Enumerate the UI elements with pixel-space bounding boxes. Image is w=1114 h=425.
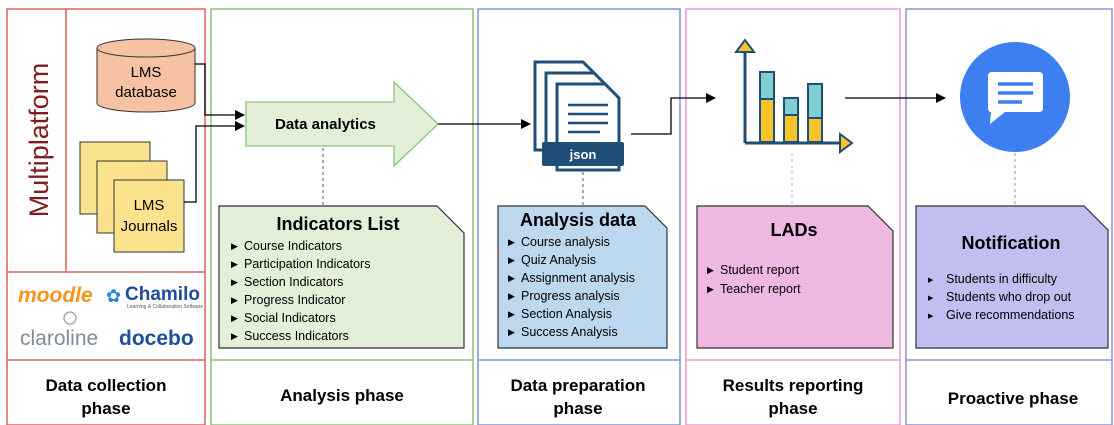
notification-title: Notification: [962, 233, 1061, 253]
collection-phase-label-line1: Data collection: [46, 376, 167, 395]
lads-bullet: ▶: [707, 265, 714, 275]
analysis-item: Success Analysis: [521, 325, 618, 339]
analysis-bullet: ▶: [508, 309, 515, 319]
chamilo-tagline: Learning & Collaboration Software: [127, 304, 203, 310]
analysis-item: Quiz Analysis: [521, 253, 596, 267]
indicator-bullet: ▶: [231, 241, 238, 251]
journals-connector: [184, 121, 245, 203]
json-label: json: [569, 147, 597, 162]
database-icon: [96, 38, 196, 113]
lms-logos: moodle ✿ Chamilo Learning & Collaboratio…: [18, 284, 203, 350]
data-analytics-label: Data analytics: [275, 116, 376, 133]
analysis-bullet: ▶: [508, 273, 515, 283]
journals-label-line1: LMS: [134, 197, 165, 214]
indicators-list-title: Indicators List: [276, 214, 399, 234]
analysis-bullet: ▶: [508, 291, 515, 301]
collection-phase-label-line2: phase: [81, 399, 130, 418]
notification-item: Students who drop out: [946, 290, 1072, 304]
indicators-list-card: [218, 205, 465, 349]
analysis-item: Course analysis: [521, 235, 610, 249]
bar-chart-icon: [734, 38, 854, 154]
indicator-bullet: ▶: [231, 259, 238, 269]
reporting-phase-label-line1: Results reporting: [723, 376, 864, 395]
proactive-column-frame: [905, 8, 1113, 425]
analysis-column-frame: [210, 8, 474, 425]
chamilo-logo: Chamilo: [125, 284, 200, 305]
notification-item: Give recommendations: [946, 308, 1075, 322]
analysis-bullet: ▶: [508, 255, 515, 265]
indicator-item: Course Indicators: [244, 239, 342, 253]
database-connector: [195, 63, 245, 120]
database-label-line2: database: [115, 84, 177, 101]
analysis-phase-label: Analysis phase: [280, 386, 404, 405]
notification-card: [915, 205, 1109, 349]
claroline-logo: claroline: [20, 327, 98, 350]
notification-bullet: ▶: [928, 295, 934, 302]
notification-item: Students in difficulty: [946, 272, 1058, 286]
preparation-phase-label-line1: Data preparation: [510, 376, 645, 395]
multiplatform-title: Multiplatform: [24, 63, 54, 218]
docebo-logo: docebo: [119, 327, 194, 350]
journals-label-line2: Journals: [121, 218, 178, 235]
preparation-column-frame: [477, 8, 681, 425]
json-to-lads-arrow: [631, 93, 716, 135]
json-documents-icon: [533, 60, 624, 172]
chamilo-logo-icon: ✿: [106, 286, 121, 306]
moodle-logo: moodle: [18, 284, 93, 307]
indicator-bullet: ▶: [231, 313, 238, 323]
collection-column-frame: [6, 8, 206, 425]
proactive-phase-label: Proactive phase: [948, 389, 1078, 408]
analysis-item: Assignment analysis: [521, 271, 635, 285]
preparation-phase-label-line2: phase: [553, 399, 602, 418]
database-label-line1: LMS: [131, 64, 162, 81]
notification-bullet: ▶: [928, 313, 934, 320]
analysis-data-card: [497, 205, 668, 349]
lads-list: ▶ Student report ▶ Teacher report: [707, 263, 801, 296]
indicator-item: Success Indicators: [244, 329, 349, 343]
indicator-bullet: ▶: [231, 277, 238, 287]
analysis-bullet: ▶: [508, 327, 515, 337]
analysis-data-list: ▶ Course analysis ▶ Quiz Analysis ▶ Assi…: [508, 235, 635, 339]
indicator-bullet: ▶: [231, 331, 238, 341]
notification-message-icon: [960, 42, 1070, 152]
lads-item: Student report: [720, 263, 800, 277]
analysis-bullet: ▶: [508, 237, 515, 247]
reporting-column-frame: [685, 8, 901, 425]
reporting-phase-label-line2: phase: [768, 399, 817, 418]
lads-card: [696, 205, 894, 349]
analysis-item: Progress analysis: [521, 289, 620, 303]
indicator-item: Progress Indicator: [244, 293, 345, 307]
journals-icon: [79, 141, 185, 253]
notification-bullet: ▶: [928, 277, 934, 284]
data-analytics-arrow: [245, 80, 439, 168]
indicators-list: ▶ Course Indicators ▶ Participation Indi…: [231, 239, 370, 343]
lads-bullet: ▶: [707, 284, 714, 294]
indicator-item: Social Indicators: [244, 311, 336, 325]
analysis-data-title: Analysis data: [520, 210, 637, 230]
indicator-bullet: ▶: [231, 295, 238, 305]
lads-title: LADs: [770, 220, 817, 240]
indicator-item: Participation Indicators: [244, 257, 370, 271]
analysis-item: Section Analysis: [521, 307, 612, 321]
notification-list: ▶ Students in difficulty ▶ Students who …: [928, 272, 1075, 322]
lads-item: Teacher report: [720, 282, 801, 296]
claroline-logo-icon: [63, 311, 77, 325]
indicator-item: Section Indicators: [244, 275, 343, 289]
